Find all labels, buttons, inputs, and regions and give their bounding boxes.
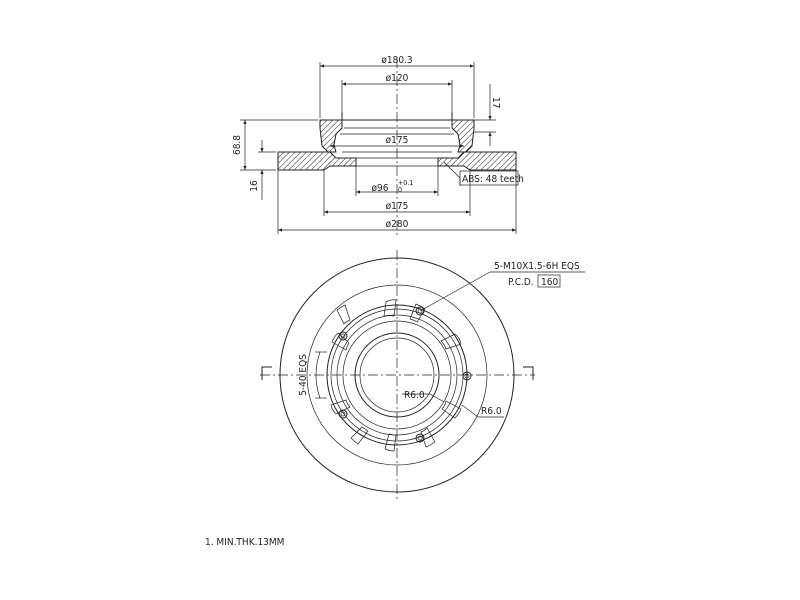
dim-d96-tol-lower: 0 [398,186,402,194]
dim-68-8: 68.8 [232,135,243,155]
dim-d120: ø120 [386,73,409,84]
radius-label-2: R6.0 [481,406,502,417]
section-hat-right [451,119,475,153]
abs-label-box [459,170,519,186]
thread-label: 5-M10X1.5-6H EQS [494,261,580,272]
dim-16: 16 [249,180,260,192]
vent-slots [330,299,462,452]
dim-d96-tol-upper: +0.1 [398,179,413,187]
pcd-box [537,274,561,288]
bolt-angle-label: 5-40 EQS [298,354,309,396]
abs-label: ABS: 48 teeth [462,174,524,185]
disc-friction-inner-edge [306,284,488,466]
bolt-hole [415,306,425,316]
bolt-holes [338,306,472,443]
dim-d280: ø280 [386,219,409,230]
dim-d96: ø96 [372,183,389,194]
section-ring-left [277,151,357,171]
disc-outer-edge [279,257,515,493]
dim-d180: ø180.3 [381,55,412,66]
bolt-hole [462,371,472,381]
center-bore [354,332,440,418]
radius-label-1: R6.0 [404,390,425,401]
bolt-hole [338,409,348,419]
bolt-hole [338,331,348,341]
hub-outer-edge [326,304,468,446]
bolt-hole [415,433,425,443]
front-view: 5-M10X1.5-6H EQS P.C.D. 160 5-40 EQS R6.… [260,250,585,500]
section-view: ø180.3 ø120 17 68.8 16 ø175 ø96 +0.1 0 [232,55,524,236]
pcd-prefix: P.C.D. [508,277,534,288]
dim-d175-lower: ø175 [386,201,409,212]
pcd-value: 160 [541,277,558,288]
section-hat-left [319,119,343,153]
dim-17: 17 [490,97,501,108]
min-thickness-note: 1. MIN.THK.13MM [205,537,284,548]
dim-d175-upper: ø175 [386,135,409,146]
